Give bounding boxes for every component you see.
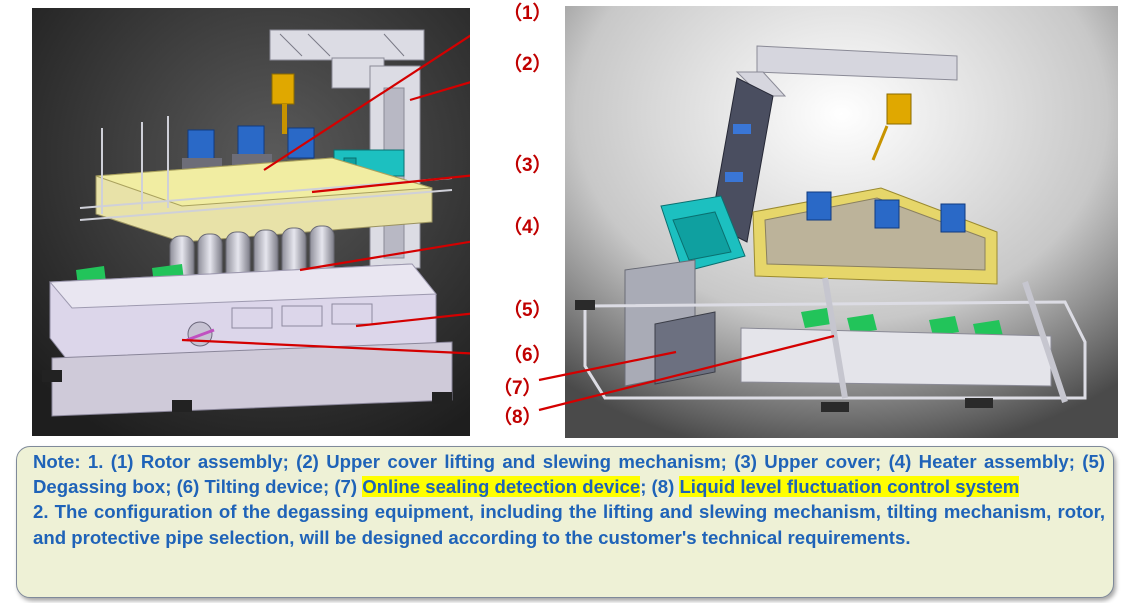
left-leader-lines [181,34,470,355]
left-hoist [271,73,295,134]
callout-3: （3） [503,155,552,176]
right-motors [806,191,966,233]
note-box: Note: 1. (1) Rotor assembly; (2) Upper c… [16,446,1114,598]
right-render-drawing [565,6,1118,438]
right-base [575,300,993,412]
right-mast [710,77,774,243]
note-p1-part-b: ; (8) [640,476,680,498]
callout-4: （4） [503,217,552,238]
note-text: Note: 1. (1) Rotor assembly; (2) Upper c… [33,449,1105,550]
callout-7: （7） [493,378,542,399]
left-render-drawing [32,8,470,436]
note-highlight-liquid-level: Liquid level fluctuation control system [679,476,1020,498]
note-p1-part-a: Note: 1. (1) Rotor assembly; (2) Upper c… [33,451,1105,498]
left-upper-cover [95,157,433,243]
left-equipment-render [32,8,470,436]
callout-8: （8） [493,407,542,428]
callout-2: （2） [503,54,552,75]
callout-5: （5） [503,300,552,321]
left-degassing-box [48,263,438,367]
right-boom [735,45,958,97]
right-slew-unit [660,195,746,273]
note-paragraph-2: 2. The configuration of the degassing eq… [33,501,1105,548]
callout-1: （1） [503,3,552,24]
note-paragraph-1: Note: 1. (1) Rotor assembly; (2) Upper c… [33,449,1105,499]
right-hoist [871,93,912,161]
right-equipment-render [565,6,1118,438]
note-highlight-sealing-device: Online sealing detection device [362,476,641,498]
callout-6: （6） [503,345,552,366]
